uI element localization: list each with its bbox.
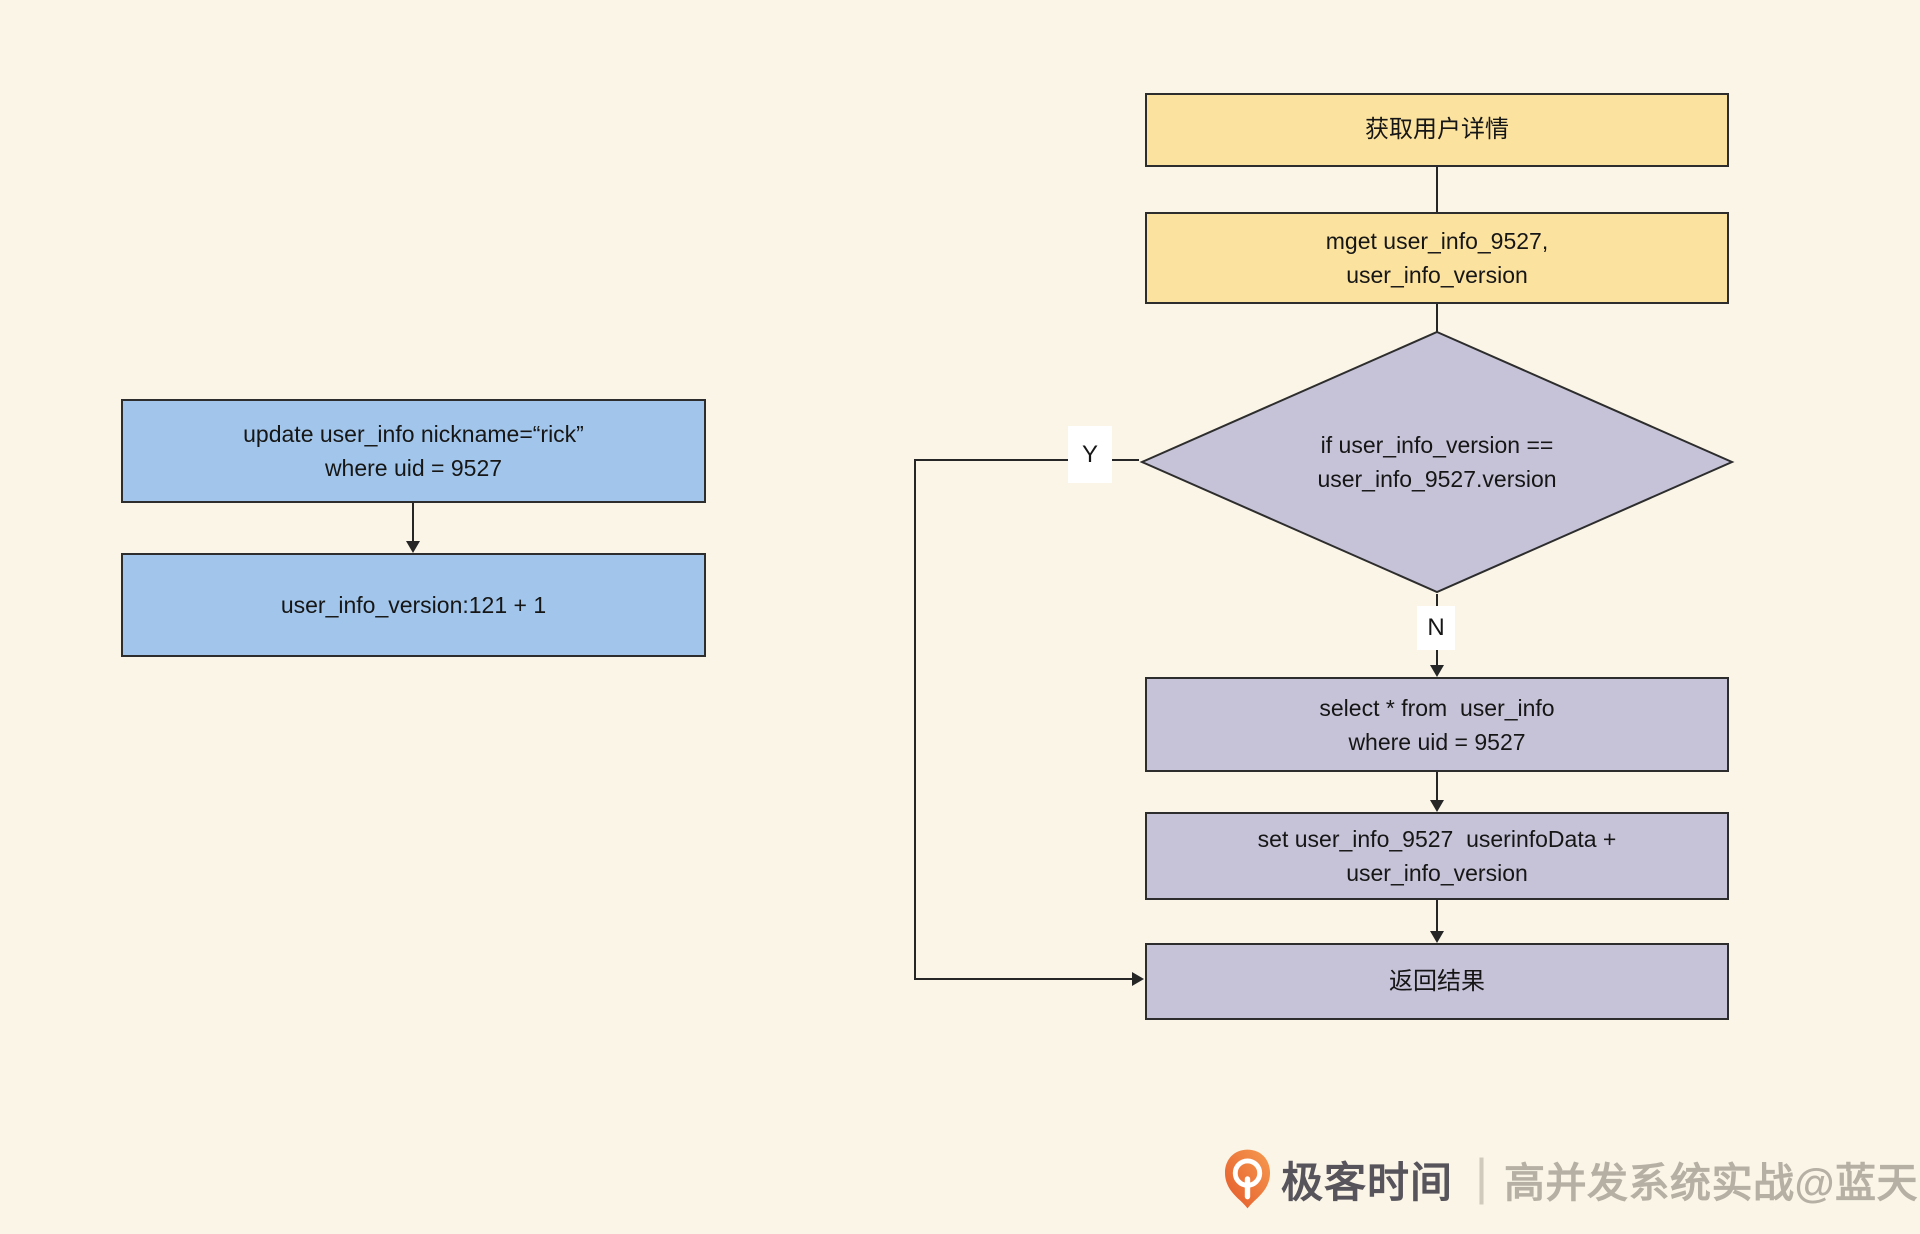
connector-yes-vertical [914, 459, 916, 980]
node-select-line2: where uid = 9527 [1348, 728, 1526, 755]
connector-mget-to-decision [1436, 304, 1438, 332]
watermark-brand-text: 极客时间 [1281, 1158, 1454, 1206]
node-return-label: 返回结果 [1389, 967, 1485, 995]
arrowhead-update-to-version [406, 541, 420, 553]
node-set-line1: set user_info_9527 userinfoData + [1257, 826, 1617, 852]
watermark: 极客时间 | 高并发系统实战@蓝天 [1224, 1144, 1918, 1214]
connector-update-to-version [412, 503, 414, 543]
node-set-line2: user_info_version [1346, 860, 1528, 886]
connector-title-to-mget [1436, 167, 1438, 212]
node-get-user-detail-label: 获取用户详情 [1365, 116, 1509, 143]
node-update-sql-line1: update user_info nickname=“rick” [243, 421, 584, 447]
node-mget-line2: user_info_version [1346, 262, 1528, 288]
branch-label-yes: Y [1068, 426, 1112, 483]
node-decision: if user_info_version == user_info_9527.v… [1139, 330, 1735, 594]
node-return: 返回结果 [1145, 943, 1729, 1020]
connector-yes-horizontal-bottom [914, 978, 1134, 980]
node-select-line1: select * from user_info [1319, 694, 1555, 721]
arrowhead-set-to-return [1430, 931, 1444, 943]
node-decision-text: if user_info_version == user_info_9527.v… [1139, 330, 1735, 594]
geektime-logo-icon [1224, 1149, 1271, 1209]
node-version-incr: user_info_version:121 + 1 [121, 553, 706, 657]
connector-yes-horizontal-top [914, 459, 1139, 461]
connector-set-to-return [1436, 900, 1438, 933]
arrowhead-decision-to-select [1430, 665, 1444, 677]
arrowhead-yes-to-return [1132, 972, 1144, 986]
watermark-credit-text: 高并发系统实战@蓝天 [1504, 1160, 1918, 1206]
watermark-divider: | [1475, 1149, 1489, 1205]
node-update-sql: update user_info nickname=“rick” where u… [121, 399, 706, 503]
connector-select-to-set [1436, 772, 1438, 802]
node-set: set user_info_9527 userinfoData + user_i… [1145, 812, 1729, 900]
node-version-incr-line1: user_info_version:121 + 1 [280, 592, 547, 618]
node-update-sql-line2: where uid = 9527 [324, 455, 503, 481]
branch-label-no: N [1417, 606, 1455, 650]
node-mget-line1: mget user_info_9527, [1325, 228, 1549, 254]
node-mget: mget user_info_9527, user_info_version [1145, 212, 1729, 304]
node-select: select * from user_info where uid = 9527 [1145, 677, 1729, 772]
node-get-user-detail: 获取用户详情 [1145, 93, 1729, 167]
node-decision-line1: if user_info_version == [1320, 432, 1554, 458]
arrowhead-select-to-set [1430, 800, 1444, 812]
node-decision-line2: user_info_9527.version [1317, 466, 1557, 492]
decision-diamond-shape [1139, 330, 1735, 594]
